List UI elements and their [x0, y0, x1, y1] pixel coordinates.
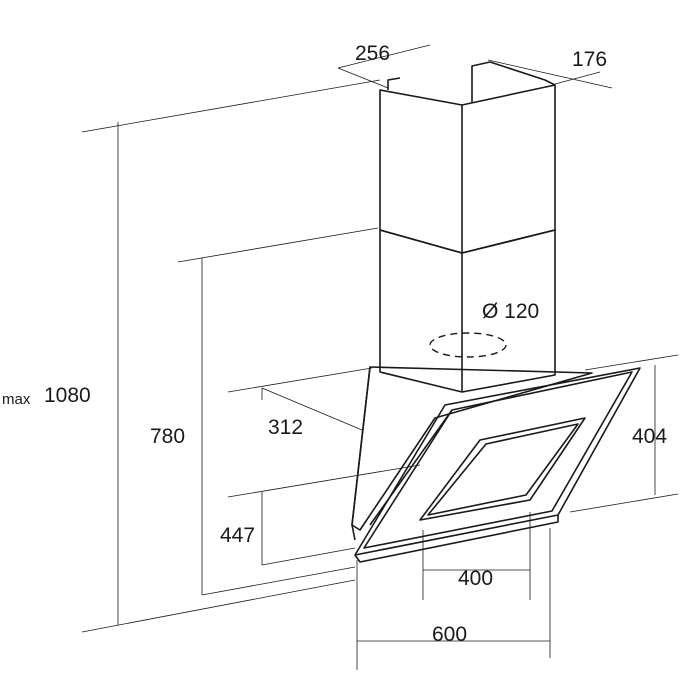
- dim-max-height: 1080: [44, 384, 91, 407]
- dim-chimney-depth: 176: [572, 48, 607, 71]
- dim-max-label: max: [2, 391, 31, 408]
- dim-filter-width: 400: [458, 567, 493, 590]
- duct-outlet: [429, 332, 507, 358]
- dim-canopy-height: 404: [632, 425, 667, 448]
- hood-body: [351, 366, 641, 563]
- dim-depth-312: 312: [268, 416, 303, 439]
- dim-mount-height: 780: [150, 425, 185, 448]
- chimney: [379, 61, 556, 393]
- dimension-guides: [81, 44, 679, 670]
- dim-chimney-width: 256: [355, 42, 390, 65]
- dim-total-width: 600: [432, 623, 467, 646]
- dim-lower-height: 447: [220, 524, 255, 547]
- dim-duct-diameter: Ø 120: [482, 300, 539, 323]
